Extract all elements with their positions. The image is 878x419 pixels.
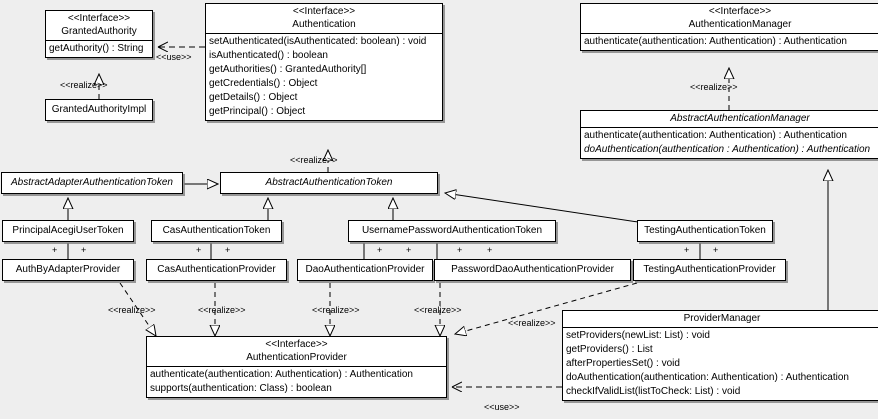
class-principal-acegi-user-token[interactable]: PrincipalAcegiUserToken <box>2 220 134 242</box>
class-granted-authority-impl[interactable]: GrantedAuthorityImpl <box>45 99 153 121</box>
class-name: AuthenticationProvider <box>246 352 347 363</box>
edge-label-realize-authentication: <<realize>> <box>290 155 338 165</box>
operation: getAuthorities() : GrantedAuthority[] <box>209 64 367 75</box>
class-auth-by-adapter-provider[interactable]: AuthByAdapterProvider <box>2 259 134 281</box>
class-header: ProviderManager <box>563 311 878 327</box>
class-name: ProviderManager <box>683 313 761 324</box>
operation: authenticate(authentication: Authenticat… <box>584 36 847 47</box>
operation: authenticate(authentication: Authenticat… <box>584 130 847 141</box>
class-name: GrantedAuthority <box>61 26 137 37</box>
class-header: <<Interface>> AuthenticationProvider <box>147 337 446 366</box>
edge-label-realize-dao-provider: <<realize>> <box>312 305 360 315</box>
edge-label-use-authentication: <<use>> <box>156 52 192 62</box>
class-cas-authentication-provider[interactable]: CasAuthenticationProvider <box>146 259 287 281</box>
class-name: PrincipalAcegiUserToken <box>12 225 124 236</box>
class-name: AbstractAdapterAuthenticationToken <box>11 177 173 188</box>
class-name: TestingAuthenticationProvider <box>643 264 776 275</box>
operations-compartment: authenticate(authentication: Authenticat… <box>581 33 878 50</box>
class-cas-authentication-token[interactable]: CasAuthenticationToken <box>151 220 282 242</box>
class-header: <<Interface>> AuthenticationManager <box>581 4 878 33</box>
edge-label-realize-granted-authority: <<realize>> <box>60 80 108 90</box>
class-name: GrantedAuthorityImpl <box>51 104 147 115</box>
association-marker-upat-mid-right: + <box>457 245 463 255</box>
association-marker-upat-mid-left: + <box>406 245 412 255</box>
class-testing-authentication-provider[interactable]: TestingAuthenticationProvider <box>633 259 786 281</box>
class-abstract-authentication-manager[interactable]: AbstractAuthenticationManager authentica… <box>580 110 878 159</box>
operation-abstract: doAuthentication(authentication : Authen… <box>584 144 871 155</box>
operations-compartment: authenticate(authentication: Authenticat… <box>581 127 878 158</box>
class-granted-authority[interactable]: <<Interface>> GrantedAuthority getAuthor… <box>45 10 153 58</box>
association-marker-principal-right: + <box>81 245 87 255</box>
edge-label-realize-testing-provider: <<realize>> <box>508 318 556 328</box>
association-marker-cas-left: + <box>196 245 202 255</box>
association-marker-testing-left: + <box>684 245 690 255</box>
class-authentication[interactable]: <<Interface>> Authentication setAuthenti… <box>205 3 443 121</box>
stereotype-label: <<Interface>> <box>708 6 772 17</box>
class-abstract-authentication-token[interactable]: AbstractAuthenticationToken <box>220 172 438 194</box>
operation: getDetails() : Object <box>209 92 298 103</box>
class-name: CasAuthenticationToken <box>162 225 271 236</box>
association-marker-principal-left: + <box>52 245 58 255</box>
operation: setProviders(newList: List) : void <box>566 330 710 341</box>
stereotype-label: <<Interface>> <box>67 13 131 24</box>
class-password-dao-authentication-provider[interactable]: PasswordDaoAuthenticationProvider <box>434 259 631 281</box>
operation: doAuthentication(authentication: Authent… <box>566 372 849 383</box>
class-testing-authentication-token[interactable]: TestingAuthenticationToken <box>637 220 773 242</box>
edge-label-realize-authentication-manager: <<realize>> <box>690 82 738 92</box>
class-provider-manager[interactable]: ProviderManager setProviders(newList: Li… <box>562 310 878 401</box>
class-name: PasswordDaoAuthenticationProvider <box>451 264 614 275</box>
association-marker-cas-right: + <box>225 245 231 255</box>
operation: authenticate(authentication: Authenticat… <box>150 369 413 380</box>
operation: setAuthenticated(isAuthenticated: boolea… <box>209 36 427 47</box>
edge-label-realize-auth-by-adapter: <<realize>> <box>108 305 156 315</box>
class-name: DaoAuthenticationProvider <box>305 264 425 275</box>
class-authentication-provider[interactable]: <<Interface>> AuthenticationProvider aut… <box>146 336 447 398</box>
class-name: TestingAuthenticationToken <box>644 225 766 236</box>
stereotype-label: <<Interface>> <box>265 339 328 350</box>
association-marker-upat-right: + <box>487 245 493 255</box>
edge-label-realize-password-dao-provider: <<realize>> <box>414 305 462 315</box>
operation: getCredentials() : Object <box>209 78 318 89</box>
association-marker-upat-left: + <box>377 245 383 255</box>
class-name: CasAuthenticationProvider <box>157 264 276 275</box>
stereotype-label: <<Interface>> <box>292 6 356 17</box>
operations-compartment: setProviders(newList: List) : void getPr… <box>563 327 878 400</box>
edge-generalization-testingauthenticationtoken <box>445 193 639 223</box>
operations-compartment: setAuthenticated(isAuthenticated: boolea… <box>206 33 442 120</box>
class-abstract-adapter-authentication-token[interactable]: AbstractAdapterAuthenticationToken <box>1 172 183 194</box>
operation: afterPropertiesSet() : void <box>566 358 680 369</box>
edge-label-use-provider-manager: <<use>> <box>484 402 520 412</box>
operations-compartment: getAuthority() : String <box>46 40 152 57</box>
operation: checkIfValidList(listToCheck: List) : vo… <box>566 386 741 397</box>
class-name: UsernamePasswordAuthenticationToken <box>361 225 543 236</box>
class-dao-authentication-provider[interactable]: DaoAuthenticationProvider <box>297 259 433 281</box>
class-username-password-authentication-token[interactable]: UsernamePasswordAuthenticationToken <box>348 220 556 242</box>
edge-label-realize-cas-provider: <<realize>> <box>198 305 246 315</box>
class-name: AuthByAdapterProvider <box>15 264 121 275</box>
class-header: AbstractAuthenticationManager <box>581 111 878 127</box>
operation: supports(authentication: Class) : boolea… <box>150 383 332 394</box>
class-header: <<Interface>> GrantedAuthority <box>46 11 152 40</box>
operation: getPrincipal() : Object <box>209 106 306 117</box>
operation: getAuthority() : String <box>49 43 144 54</box>
class-name: AuthenticationManager <box>688 19 792 30</box>
class-name: AbstractAuthenticationManager <box>670 113 810 124</box>
operation: isAuthenticated() : boolean <box>209 50 328 61</box>
class-name: AbstractAuthenticationToken <box>265 177 393 188</box>
class-authentication-manager[interactable]: <<Interface>> AuthenticationManager auth… <box>580 3 878 51</box>
class-header: <<Interface>> Authentication <box>206 4 442 33</box>
operations-compartment: authenticate(authentication: Authenticat… <box>147 366 446 397</box>
class-name: Authentication <box>292 19 356 30</box>
association-marker-testing-right: + <box>713 245 719 255</box>
operation: getProviders() : List <box>566 344 653 355</box>
